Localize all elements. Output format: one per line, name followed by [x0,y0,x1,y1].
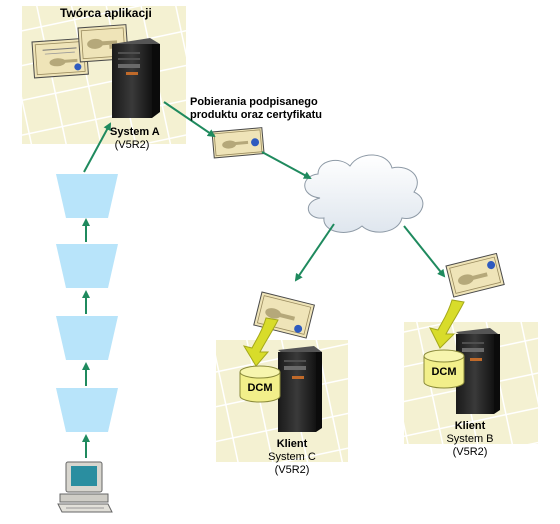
client-b-dcm-label: DCM [431,366,457,378]
arrow-cloud-to-client-c [294,223,335,282]
arrow-certificate-to-cloud [261,151,312,179]
arrow-a-to-certificate [163,101,216,138]
transit-certificate [211,127,265,159]
system-a-server [112,38,160,118]
client-c-role: Klient [276,438,308,450]
client-c-dcm-label: DCM [247,382,273,394]
build-stage-funnel-2 [56,244,118,288]
build-stage-funnel-4 [56,388,118,432]
client-b-certificate [445,252,505,298]
developer-workstation [57,461,113,513]
build-stage-funnel-3 [56,316,118,360]
client-c-name: System C [268,451,316,463]
download-label-line1: Pobierania podpisanego [190,96,318,108]
client-c-dcm-store-icon [239,365,281,403]
client-b-name: System B [446,433,494,445]
distribution-arrows [82,101,446,458]
arrow-funnel1-to-system-a [83,122,111,173]
client-b-version: (V5R2) [452,446,488,458]
download-label-line2: produktu oraz certyfikatu [190,109,323,121]
client-b-server [456,328,500,414]
arrow-cloud-to-client-b [403,225,446,278]
build-stage-funnel-1 [56,174,118,218]
client-c-server [278,346,322,432]
client-c-version: (V5R2) [274,464,310,476]
network-cloud [304,154,424,233]
client-c-install-arrow [242,317,279,367]
client-b-role: Klient [454,420,486,432]
client-b-dcm-store-icon [423,349,465,389]
system-a-version: (V5R2) [114,139,150,151]
client-b-install-arrow [429,299,465,349]
system-a-name: System A [110,126,160,138]
developer-title: Twórca aplikacji [60,6,152,20]
